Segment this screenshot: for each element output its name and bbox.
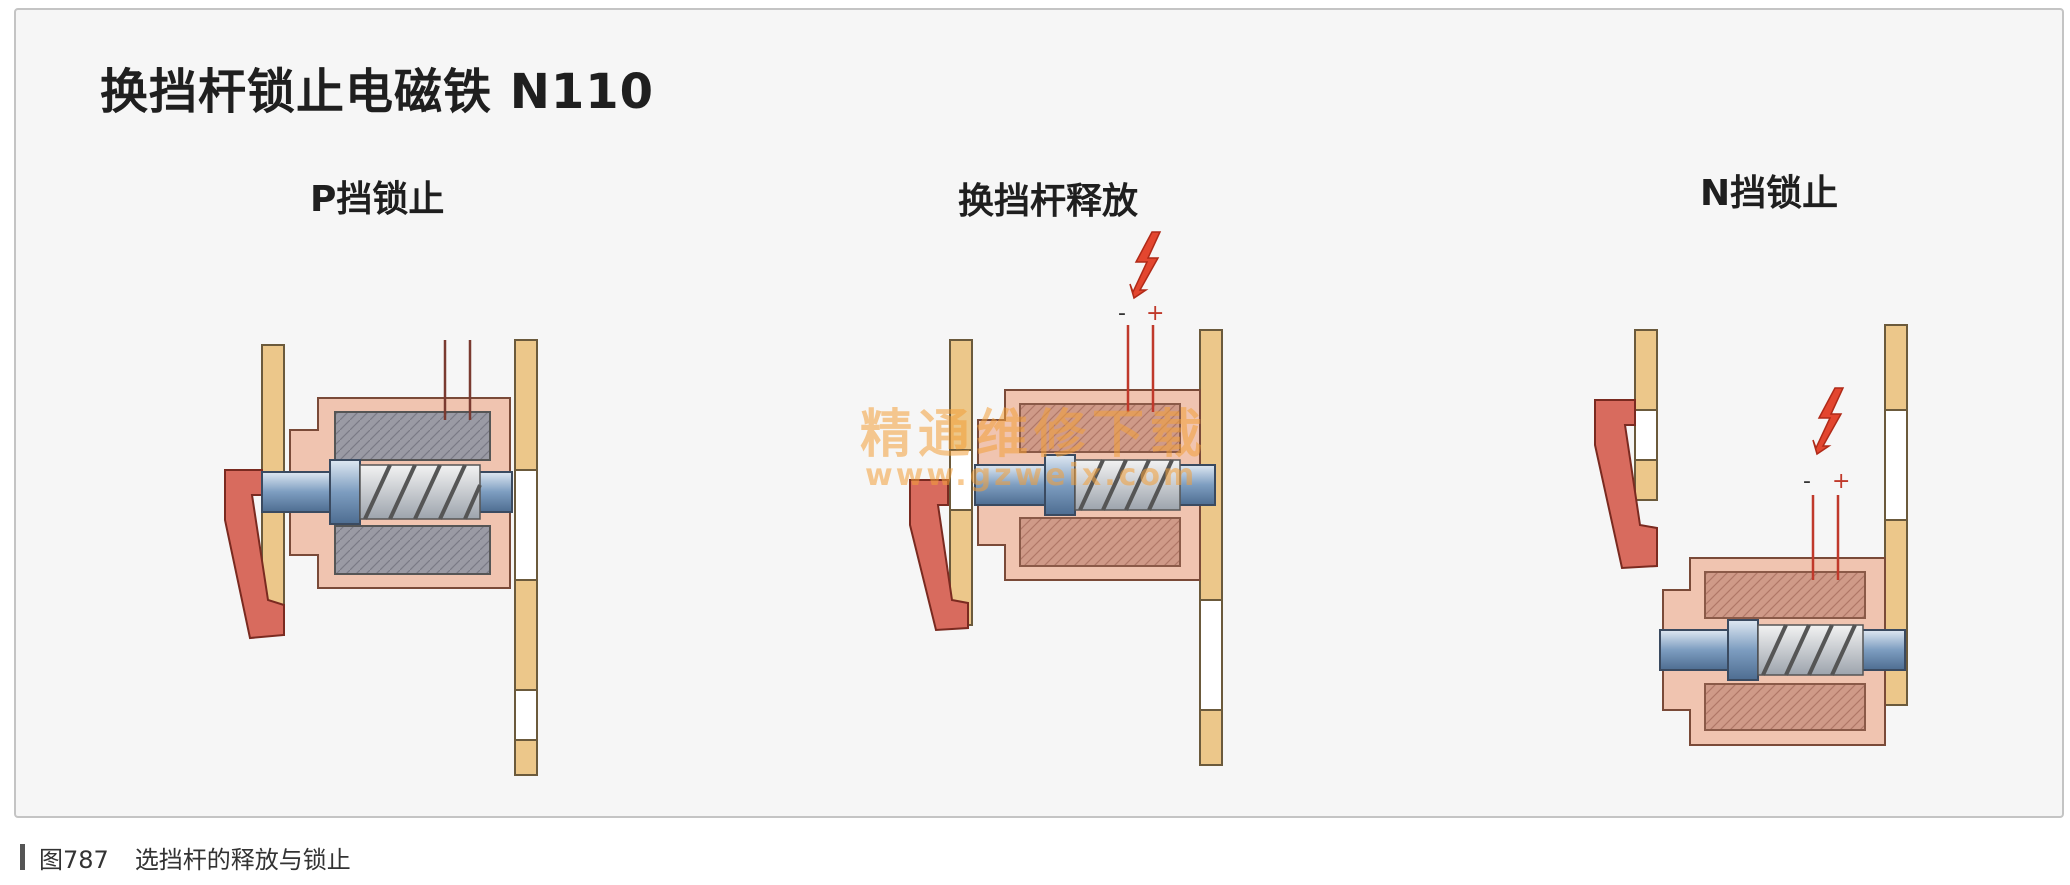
polarity-minus-label: - [1803,469,1811,494]
polarity-plus-label: + [1832,469,1850,494]
figure-caption: 图787 选挡杆的释放与锁止 [20,842,351,874]
caption-marker [20,844,25,870]
caption-text: 选挡杆的释放与锁止 [134,845,351,874]
lightning-bolt-icon [1129,231,1162,300]
spring [1074,459,1181,511]
panel-label-n-lock: N挡锁止 [1700,173,1839,214]
watermark-text: 精通维修下载 [860,405,1209,465]
panel-label-release: 换挡杆释放 [958,181,1139,222]
coil-lower [1704,683,1866,731]
caption-figure-number: 图787 [39,845,109,874]
panel-p-lock [224,339,538,776]
lever-hook [909,479,969,632]
panel-release: - + [909,231,1223,766]
coil-upper [334,411,491,461]
watermark-url: www.gzweix.com [865,458,1198,493]
panel-n-lock: - + [1594,324,1908,746]
polarity-plus-label: + [1146,301,1164,326]
polarity-minus-label: - [1118,301,1126,326]
lever-hook [1594,399,1658,570]
spring [1757,624,1864,676]
lightning-bolt-icon [1812,387,1845,456]
spring [359,464,482,520]
coil-lower [1019,517,1181,567]
diagram-title: 换挡杆锁止电磁铁 N110 [100,64,655,120]
coil-lower [334,525,491,575]
panel-label-p-lock: P挡锁止 [310,179,445,220]
coil-upper [1704,571,1866,619]
